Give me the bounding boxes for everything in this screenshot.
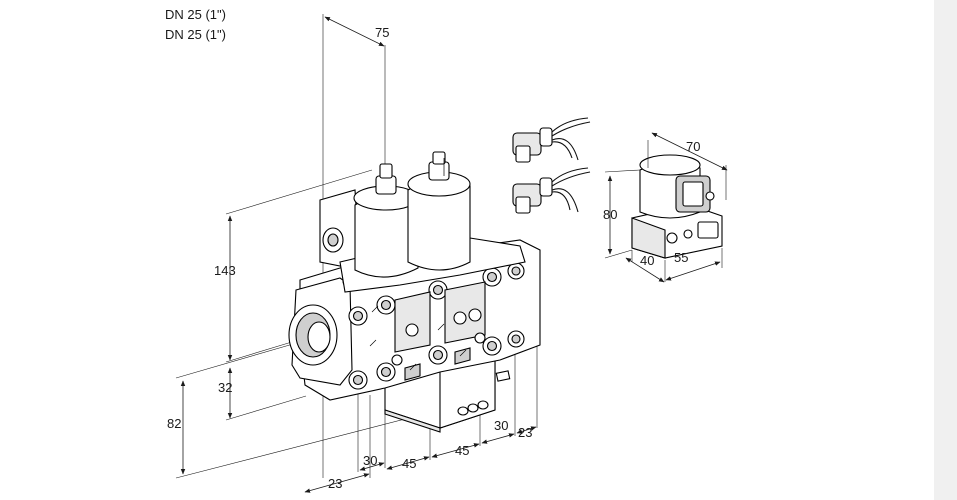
page-edge-band [934, 0, 957, 500]
dimension-45-first-label: 45 [402, 456, 416, 471]
inset-dimension-40-label: 40 [640, 253, 654, 268]
dimension-32-label: 32 [218, 380, 232, 395]
dimension-45-second-label: 45 [455, 443, 469, 458]
dimension-30-bottom-label: 30 [363, 453, 377, 468]
inset-actuator: 70 80 40 55 [603, 132, 728, 283]
dimension-143: 143 [214, 169, 373, 363]
inset-dimension-55-label: 55 [674, 250, 688, 265]
plug-connector-top [512, 117, 591, 163]
dimension-143-label: 143 [214, 263, 236, 278]
dimension-23-right-label: 23 [518, 425, 532, 440]
plug-connector-bottom [512, 167, 591, 214]
dimension-30-right: 30 [481, 340, 516, 444]
dimension-30-right-label: 30 [494, 418, 508, 433]
nominal-size-label-2: DN 25 (1") [165, 27, 226, 42]
dimension-32: 32 [218, 367, 307, 421]
port-plug [495, 370, 511, 382]
inset-dimension-70-label: 70 [686, 139, 700, 154]
nominal-size-label-1: DN 25 (1") [165, 7, 226, 22]
solenoid-coil-right [407, 151, 471, 271]
dimension-82: 82 [167, 341, 441, 479]
inset-dimension-80-label: 80 [603, 207, 617, 222]
dimension-23-bottom-label: 23 [328, 476, 342, 491]
dimension-75-label: 75 [375, 25, 389, 40]
dimension-82-label: 82 [167, 416, 181, 431]
solenoid-coil-left [353, 163, 419, 278]
valve-body [288, 189, 541, 433]
mounting-plate [319, 189, 361, 271]
dimension-23-bottom: 23 [304, 395, 371, 493]
